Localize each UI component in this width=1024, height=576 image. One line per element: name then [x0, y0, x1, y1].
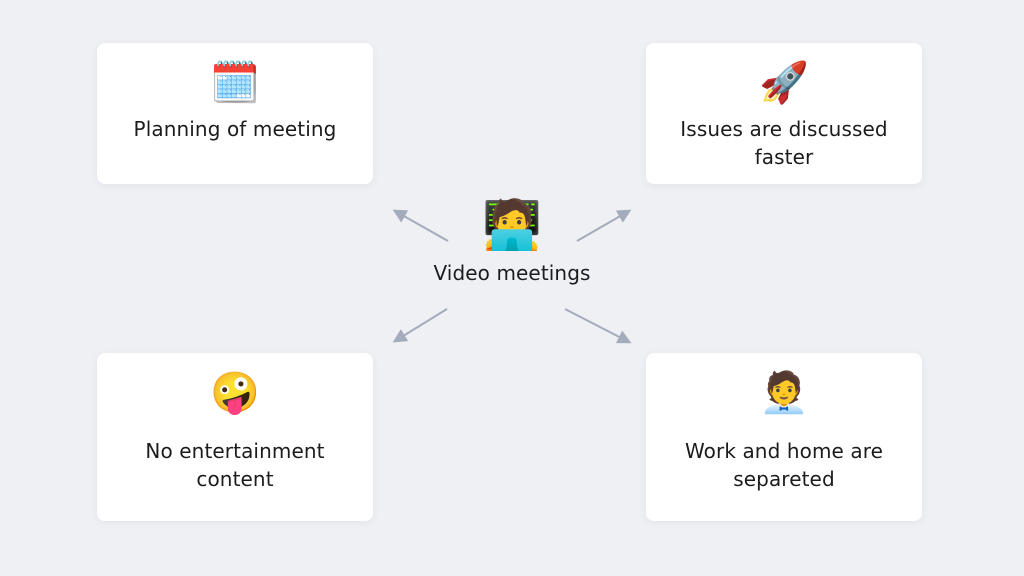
rocket-icon: 🚀 [759, 60, 809, 106]
arrow-to-work-home [564, 308, 632, 344]
card-planning-of-meeting: 🗓️ Planning of meeting [97, 43, 373, 184]
card-label: Planning of meeting [133, 117, 337, 141]
card-issues-discussed-faster: 🚀 Issues are discussed faster [646, 43, 922, 184]
center-node: 🧑‍💻 Video meetings [412, 193, 612, 287]
card-label: Work and home are separeted [684, 439, 884, 491]
card-work-and-home-separeted: 🧑‍💼 Work and home are separeted [646, 353, 922, 521]
card-label: Issues are discussed faster [680, 117, 888, 169]
person-with-laptop-icon: 🧑‍💻 [482, 197, 542, 253]
arrow-to-entertainment [392, 308, 448, 343]
center-label: Video meetings [433, 261, 591, 285]
arrow-to-issues [576, 209, 632, 242]
zany-face-icon: 🤪 [210, 370, 260, 416]
card-no-entertainment-content: 🤪 No entertainment content [97, 353, 373, 521]
office-worker-icon: 🧑‍💼 [759, 370, 809, 416]
card-label: No entertainment content [145, 439, 325, 491]
calendar-icon: 🗓️ [210, 60, 260, 106]
arrow-to-planning [392, 209, 449, 242]
